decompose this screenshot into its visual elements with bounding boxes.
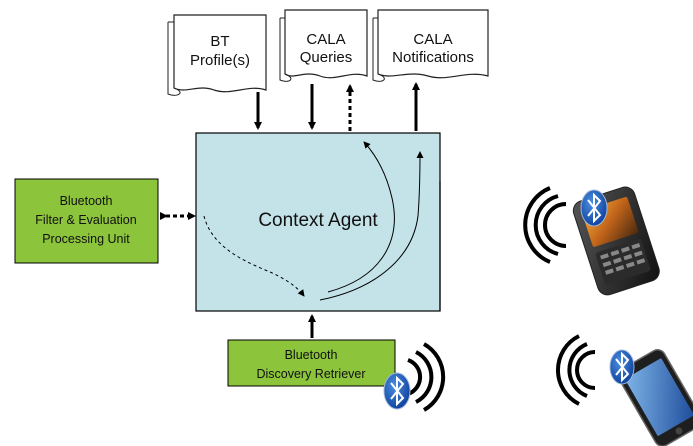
bt-profiles-document: BT Profile(s)	[167, 14, 267, 96]
filter-unit-line3: Processing Unit	[42, 232, 130, 246]
filter-unit-line1: Bluetooth	[60, 194, 113, 208]
internal-curve-arrow-2	[319, 151, 424, 301]
signal-waves-icon	[543, 202, 567, 248]
discovery-bluetooth-group	[383, 342, 446, 412]
internal-dashed-arrow	[203, 215, 305, 297]
discovery-retriever-box: Bluetooth Discovery Retriever	[227, 339, 396, 387]
filter-unit-line2: Filter & Evaluation	[35, 213, 136, 227]
bt-profiles-line1: BT	[210, 33, 229, 50]
context-agent-rect	[195, 132, 441, 312]
bluetooth-icon	[609, 349, 635, 385]
signal-waves-icon	[407, 358, 423, 396]
context-agent-label: Context Agent	[258, 210, 378, 231]
discovery-retriever-rect	[227, 339, 396, 387]
bluetooth-icon	[383, 372, 411, 410]
cala-queries-line1: CALA	[306, 31, 345, 48]
signal-waves-icon	[575, 350, 596, 390]
cala-queries-line2: Queries	[300, 49, 353, 66]
filter-unit-box: Bluetooth Filter & Evaluation Processing…	[14, 178, 159, 264]
filter-unit-rect	[14, 178, 159, 264]
smartphone-icon	[617, 349, 693, 446]
discovery-retriever-line1: Bluetooth	[285, 348, 338, 362]
bluetooth-icon	[580, 189, 608, 227]
cala-notifications-line1: CALA	[413, 31, 452, 48]
bt-profiles-line2: Profile(s)	[190, 52, 250, 69]
cala-queries-document: CALA Queries	[279, 9, 368, 82]
smartphone-icon-2	[556, 334, 693, 446]
context-agent-box: Context Agent	[195, 132, 441, 312]
cala-notifications-document: CALA Notifications	[372, 9, 489, 82]
cala-notifications-line2: Notifications	[392, 49, 474, 66]
smartphone-icon-1	[523, 186, 660, 296]
internal-curve-arrow-1	[327, 141, 395, 293]
discovery-retriever-line2: Discovery Retriever	[256, 367, 365, 381]
